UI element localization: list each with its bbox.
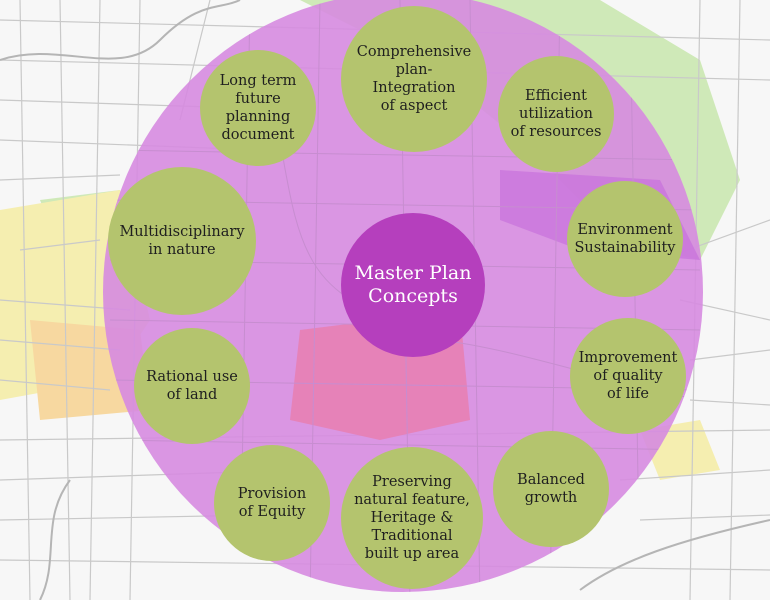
concept-node-preserving: Preserving natural feature, Heritage & T… — [341, 447, 483, 589]
concept-node-land: Rational use of land — [134, 328, 250, 444]
concept-label: Efficient utilization of resources — [510, 88, 602, 140]
concept-node-multidisciplinary: Multidisciplinary in nature — [108, 167, 256, 315]
concept-label: Balanced growth — [517, 472, 585, 506]
concept-label: Environment Sustainability — [574, 222, 676, 256]
concept-node-efficient: Efficient utilization of resources — [498, 56, 614, 172]
concept-label: Rational use of land — [146, 369, 238, 403]
center-node: Master Plan Concepts — [341, 213, 485, 357]
concept-node-comprehensive: Comprehensive plan- Integration of aspec… — [341, 6, 487, 152]
center-label: Master Plan Concepts — [354, 262, 472, 307]
concept-label: Provision of Equity — [237, 486, 307, 520]
concept-node-environment: Environment Sustainability — [567, 181, 683, 297]
concept-node-equity: Provision of Equity — [214, 445, 330, 561]
concept-node-long-term: Long term future planning document — [200, 50, 316, 166]
concept-label: Preserving natural feature, Heritage & T… — [354, 474, 470, 562]
concept-label: Comprehensive plan- Integration of aspec… — [356, 44, 472, 114]
concept-label: Improvement of quality of life — [578, 350, 678, 402]
concept-node-quality-of-life: Improvement of quality of life — [570, 318, 686, 434]
concept-label: Long term future planning document — [219, 73, 297, 143]
concept-label: Multidisciplinary in nature — [119, 224, 245, 258]
concept-node-balanced: Balanced growth — [493, 431, 609, 547]
